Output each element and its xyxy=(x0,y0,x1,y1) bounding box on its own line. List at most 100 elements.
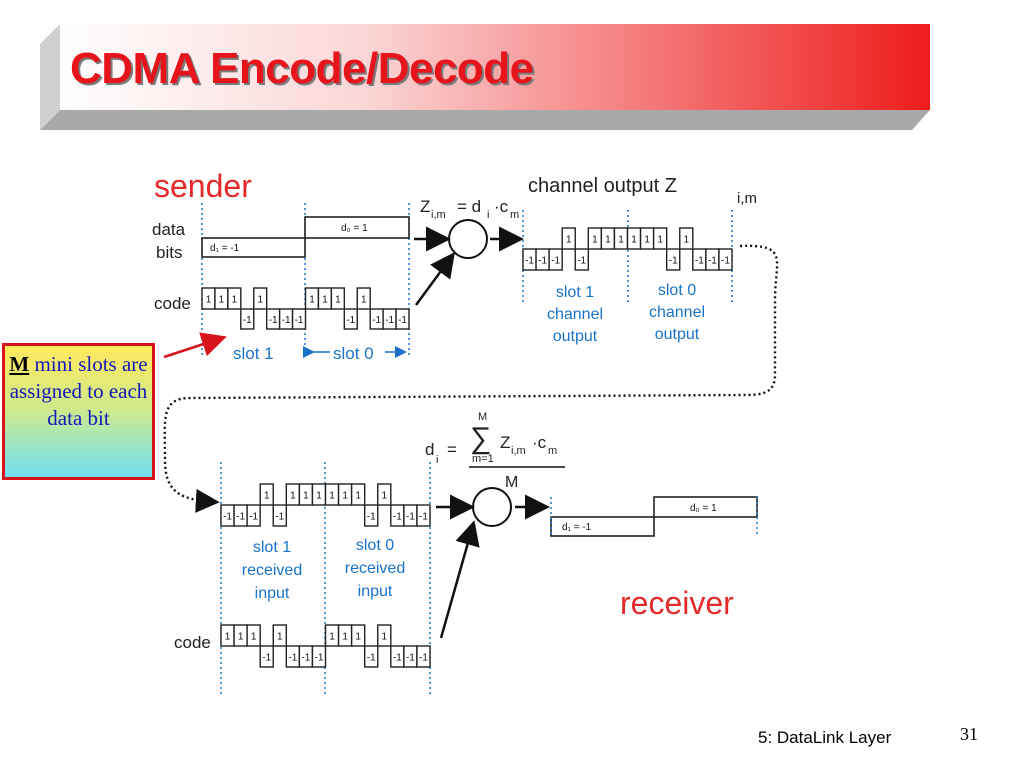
receiver-code-chip-value: -1 xyxy=(406,653,415,664)
sender-title: sender xyxy=(154,168,252,204)
sender-code-chip xyxy=(330,287,346,310)
svg-text:channel: channel xyxy=(547,306,603,323)
received-input-chip xyxy=(377,483,392,506)
sender-code-chip-value: -1 xyxy=(269,315,278,326)
decoder-multiplier xyxy=(472,487,512,527)
decoded-data-waveform xyxy=(550,496,758,537)
svg-text:slot 0: slot 0 xyxy=(658,282,696,299)
received-input-chip xyxy=(272,504,288,527)
sender-code-chip-value: -1 xyxy=(282,315,291,326)
svg-text:i: i xyxy=(436,454,438,466)
receiver-code-chip-value: -1 xyxy=(288,653,297,664)
channel-output-chip-value: 1 xyxy=(605,235,611,246)
svg-text:Z: Z xyxy=(420,197,430,216)
receiver-code-chip-value: 1 xyxy=(225,632,231,643)
svg-text:M: M xyxy=(478,411,487,423)
page-number: 31 xyxy=(960,724,978,744)
sender-data-waveform xyxy=(201,216,410,258)
sender-code-chip-value: 1 xyxy=(322,295,328,306)
svg-text:input: input xyxy=(358,583,393,600)
channel-output-chip-value: 1 xyxy=(592,235,598,246)
sender-code-chip-value: -1 xyxy=(295,315,304,326)
svg-text:received: received xyxy=(242,562,302,579)
receiver-code-chip-value: 1 xyxy=(251,632,257,643)
channel-output-chip-value: -1 xyxy=(525,256,534,267)
svg-text:m: m xyxy=(548,445,557,457)
channel-output-chip xyxy=(679,227,694,250)
data-bits-label: data xyxy=(152,220,186,239)
received-input-chip xyxy=(246,504,261,527)
sender-code-label: code xyxy=(154,294,191,313)
sender-code-chip-value: 1 xyxy=(257,295,263,306)
received-input-chip xyxy=(350,483,366,506)
sender-d0-label: d₀ = 1 xyxy=(341,223,368,234)
sender-code-chip-value: -1 xyxy=(372,315,381,326)
sender-code-chip-value: 1 xyxy=(335,295,341,306)
receiver-code-chip-value: -1 xyxy=(315,653,324,664)
callout-m: M xyxy=(9,352,30,376)
sender-code-chip-value: 1 xyxy=(219,295,225,306)
receiver-title: receiver xyxy=(620,585,734,621)
channel-output-chip-value: -1 xyxy=(721,256,730,267)
received-input-chip-value: 1 xyxy=(382,491,388,502)
channel-output-chip-value: -1 xyxy=(577,256,586,267)
svg-text:output: output xyxy=(553,328,598,345)
channel-output-chip-value: 1 xyxy=(644,235,650,246)
received-input-chip xyxy=(259,483,274,506)
sender-code-chip xyxy=(253,287,268,310)
code-to-decoder-arrow xyxy=(439,520,480,639)
sender-code-chip xyxy=(240,308,255,330)
received-input-chip-value: -1 xyxy=(367,512,376,523)
received-input-chip-value: 1 xyxy=(290,491,296,502)
channel-output-chip-value: -1 xyxy=(695,256,704,267)
receiver-code-chip-value: -1 xyxy=(367,653,376,664)
receiver-slot-dividers xyxy=(220,462,431,694)
channel-output-chip xyxy=(548,248,563,271)
sender-code-chip-value: 1 xyxy=(309,295,315,306)
svg-text:input: input xyxy=(255,585,290,602)
svg-text:received: received xyxy=(345,560,405,577)
svg-text:output: output xyxy=(655,326,700,343)
sender-code-chip-value: -1 xyxy=(385,315,394,326)
receiver-code-chip xyxy=(416,645,431,668)
sender-code-chip xyxy=(395,308,410,330)
receiver-code-chip-value: -1 xyxy=(262,653,271,664)
footer-label: 5: DataLink Layer xyxy=(758,728,892,747)
svg-text:i,m: i,m xyxy=(431,209,446,221)
receiver-code-chip-value: -1 xyxy=(393,653,402,664)
sender-code-chip xyxy=(227,287,242,310)
channel-title-sub: i,m xyxy=(737,190,757,207)
callout-text: mini slots are assigned to each data bit xyxy=(9,352,148,430)
received-input-chip-value: -1 xyxy=(393,512,402,523)
receiver-code-chip xyxy=(259,645,274,668)
sender-code-chip-value: 1 xyxy=(361,295,367,306)
received-input-chip-value: -1 xyxy=(223,512,232,523)
channel-output-chip-value: 1 xyxy=(566,235,572,246)
channel-output-chip-value: 1 xyxy=(684,235,690,246)
channel-output-chip xyxy=(718,248,733,271)
received-input-chip-value: -1 xyxy=(249,512,258,523)
channel-output-chip-value: 1 xyxy=(618,235,624,246)
svg-text:=: = xyxy=(447,440,457,459)
svg-text:Z: Z xyxy=(500,433,510,452)
sender-code-chip-value: -1 xyxy=(243,315,252,326)
sender-code-chip-value: -1 xyxy=(346,315,355,326)
channel-title: channel output Z xyxy=(528,175,677,197)
receiver-code-chip-value: 1 xyxy=(329,632,335,643)
channel-output-chip-value: -1 xyxy=(708,256,717,267)
received-input-chip-value: -1 xyxy=(419,512,428,523)
sender-d1-label: d₁ = -1 xyxy=(210,243,240,254)
channel-output-chip-value: 1 xyxy=(657,235,663,246)
receiver-code-chip xyxy=(363,645,379,668)
receiver-code-chip xyxy=(246,624,261,647)
sender-code-chip xyxy=(343,308,358,330)
svg-text:slot 1: slot 1 xyxy=(556,284,594,301)
svg-text:·c: ·c xyxy=(532,433,547,452)
receiver-code-chip-value: -1 xyxy=(419,653,428,664)
svg-text:m=1: m=1 xyxy=(472,453,494,465)
title-banner xyxy=(40,24,930,130)
svg-text:i: i xyxy=(487,209,489,221)
mini-slots-callout: M mini slots are assigned to each data b… xyxy=(2,343,155,480)
